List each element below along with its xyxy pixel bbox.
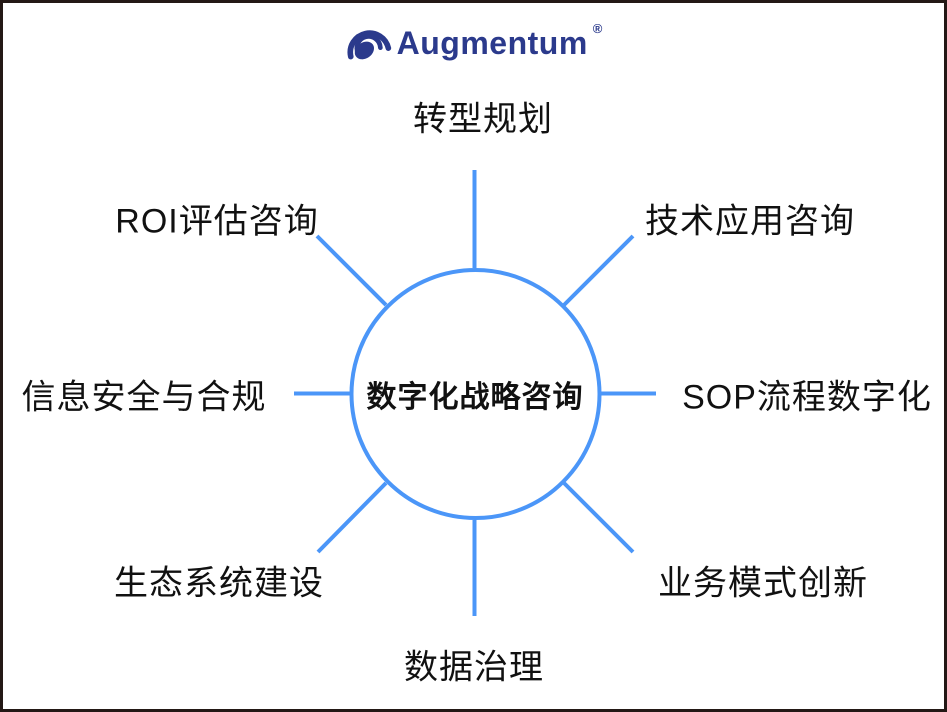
branch-label-bottom-left: 生态系统建设 xyxy=(114,564,324,603)
spoke-line-bottom-right xyxy=(562,481,635,554)
spoke-line-top-right xyxy=(562,234,635,307)
augmentum-swoosh-icon xyxy=(346,30,391,60)
brand-logo: Augmentum ® xyxy=(345,19,603,66)
hub-circle xyxy=(349,268,602,520)
spoke-line-bottom-left xyxy=(316,481,388,554)
branch-label-bottom: 数据治理 xyxy=(404,648,544,687)
branch-label-top-left: ROI评估咨询 xyxy=(115,202,319,241)
brand-name: Augmentum xyxy=(396,24,588,61)
registered-trademark-symbol: ® xyxy=(592,21,603,36)
branch-label-top: 转型规划 xyxy=(413,100,553,139)
branch-label-top-right: 技术应用咨询 xyxy=(645,202,855,241)
branch-label-left: 信息安全与合规 xyxy=(21,378,267,417)
branch-label-bottom-right: 业务模式创新 xyxy=(658,564,868,603)
branch-label-right: SOP流程数字化 xyxy=(682,378,932,417)
spoke-line-top-left xyxy=(315,234,388,307)
hub-label: 数字化战略咨询 xyxy=(366,381,584,414)
diagram-lines xyxy=(294,170,656,616)
